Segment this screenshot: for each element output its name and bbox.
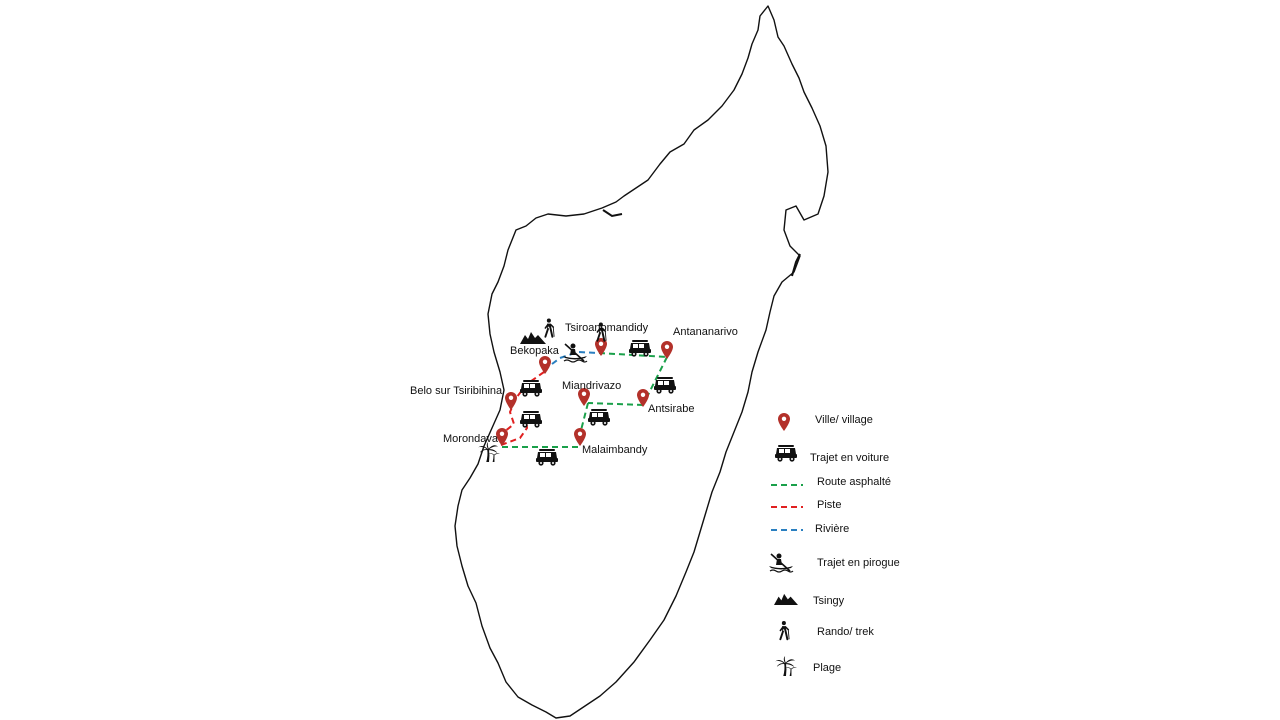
- city-label-morondava: Morondava: [443, 433, 499, 445]
- legend-pirogue-label: Trajet en pirogue: [817, 557, 900, 569]
- city-label-antsirabe: Antsirabe: [648, 403, 694, 415]
- hiker-icon: [779, 620, 790, 641]
- city-label-tsiroanomandidy: Tsiroanomandidy: [565, 322, 649, 334]
- route-piste: [500, 415, 529, 446]
- legend-voiture-label: Trajet en voiture: [810, 452, 890, 464]
- city-label-miandrivazo: Miandrivazo: [562, 380, 621, 392]
- island-outline: [454, 5, 829, 719]
- legend-symbols: [768, 413, 803, 676]
- city-label-antananarivo: Antananarivo: [673, 326, 738, 338]
- legend-route-label: Route asphalté: [817, 476, 891, 488]
- legend-tsingy-label: Tsingy: [813, 595, 845, 607]
- route-asphalt: [587, 402, 644, 406]
- legend-ville-label: Ville/ village: [815, 414, 873, 426]
- car-icon: [775, 445, 797, 462]
- coast-detail-east: [791, 253, 801, 277]
- map-pin-icon: [778, 413, 790, 431]
- mountain-icon: [774, 593, 798, 605]
- river: [543, 350, 599, 371]
- legend-piste-label: Piste: [817, 499, 842, 511]
- city-label-belo: Belo sur Tsiribihina: [410, 385, 503, 397]
- palm-tree-icon: [775, 656, 797, 676]
- legend-rando-label: Rando/ trek: [817, 626, 874, 638]
- kayak-icon: [768, 552, 794, 573]
- city-label-malaimbandy: Malaimbandy: [582, 444, 648, 456]
- city-label-bekopaka: Bekopaka: [510, 345, 560, 357]
- coast-detail: [602, 209, 623, 218]
- legend-plage-label: Plage: [813, 662, 842, 674]
- legend-riviere-label: Rivière: [815, 523, 850, 535]
